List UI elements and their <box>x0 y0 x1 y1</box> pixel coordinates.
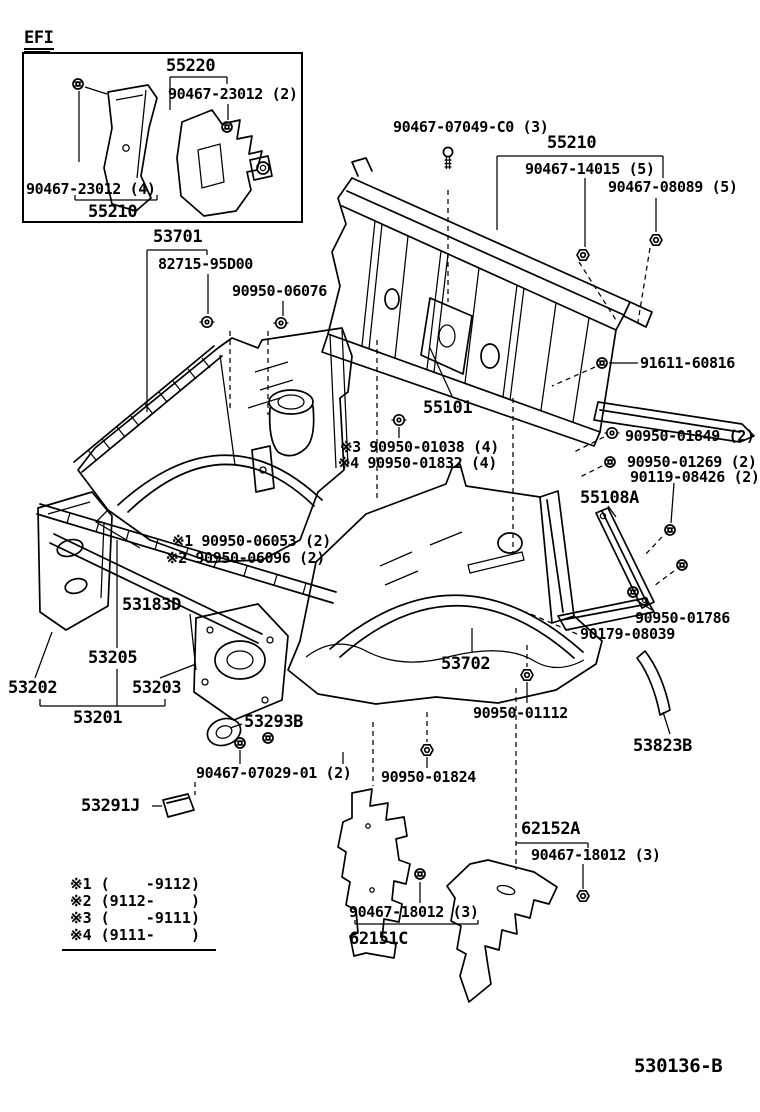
callout-90950-06076: 90950-06076 <box>232 282 327 300</box>
bolt-icon <box>262 732 274 744</box>
callout-53201: 53201 <box>73 708 123 728</box>
part-62152a-brace-drawing <box>447 688 590 1002</box>
callout-90950-01038: ※3 90950-01038 (4) <box>340 438 499 456</box>
callout-62151c: 62151C <box>349 929 409 949</box>
callout-90467-23012-4: 90467-23012 (4) <box>26 180 156 198</box>
legend-line-2: ※2 (9112- ) <box>70 892 200 910</box>
callout-90950-06053: ※1 90950-06053 (2) <box>172 532 331 550</box>
part-53293b-gasket-drawing <box>204 714 245 750</box>
part-55108a-brace-drawing <box>596 483 688 610</box>
bolt-icon <box>414 868 426 880</box>
bolt-icon <box>72 78 84 90</box>
clip-icon <box>390 413 408 427</box>
callout-53205: 53205 <box>88 648 138 668</box>
part-55210-inset-drawing <box>104 85 157 211</box>
callout-90119-08426: 90119-08426 (2) <box>630 468 760 486</box>
callout-53701: 53701 <box>153 227 203 247</box>
callout-90950-01849: 90950-01849 (2) <box>625 427 755 445</box>
callout-53183d: 53183D <box>122 595 182 615</box>
callout-90467-18012-left: 90467-18012 (3) <box>349 903 479 921</box>
callout-53702: 53702 <box>441 654 491 674</box>
part-55220-inset-drawing <box>177 110 272 216</box>
callout-55108a: 55108A <box>580 488 640 508</box>
callout-55210-inset: 55210 <box>88 202 138 222</box>
nut-icon <box>576 248 590 262</box>
nut-icon <box>576 889 590 903</box>
applicability-legend: ※1 ( -9112) ※2 (9112- ) ※3 ( -9111) ※4 (… <box>70 876 200 944</box>
bolt-icon <box>676 559 688 571</box>
callout-90467-14015: 90467-14015 (5) <box>525 160 655 178</box>
part-53702-front-apron-drawing <box>288 464 654 704</box>
callout-90950-06096: ※2 90950-06096 (2) <box>166 549 325 567</box>
callout-91611-60816: 91611-60816 <box>640 354 735 372</box>
fasteners-07029 <box>195 732 343 795</box>
part-53701-front-apron-drawing <box>74 328 352 562</box>
inset-box <box>23 52 302 222</box>
callout-90467-18012-right: 90467-18012 (3) <box>531 846 661 864</box>
bolt-icon <box>664 524 676 536</box>
callout-90467-07049: 90467-07049-C0 (3) <box>393 118 549 136</box>
clip-icon <box>198 315 216 329</box>
callout-90950-01832: ※4 90950-01832 (4) <box>338 454 497 472</box>
callout-53823b: 53823B <box>633 736 693 756</box>
callout-53291j: 53291J <box>81 796 141 816</box>
callout-82715-95d00: 82715-95D00 <box>158 255 253 273</box>
nut-icon <box>520 668 534 682</box>
callout-62152a: 62152A <box>521 819 581 839</box>
part-53291j-strip-drawing <box>152 794 194 817</box>
callout-55101: 55101 <box>423 398 473 418</box>
callout-55220-inset: 55220 <box>166 56 216 76</box>
callout-90467-07029: 90467-07029-01 (2) <box>196 764 352 782</box>
nut-icon <box>649 233 663 247</box>
bolt-icon <box>604 456 616 468</box>
callout-53202: 53202 <box>8 678 58 698</box>
bolt-icon <box>596 357 608 369</box>
lower-fastener-callouts <box>420 645 534 768</box>
bolt-icon <box>234 737 246 749</box>
legend-line-4: ※4 (9111- ) <box>70 926 200 944</box>
callout-53293b: 53293B <box>244 712 304 732</box>
legend-line-3: ※3 ( -9111) <box>70 909 200 927</box>
part-53823b-moulding-drawing <box>637 651 670 734</box>
part-55101-dash-panel-drawing <box>322 158 754 446</box>
callout-90950-01269: 90950-01269 (2) <box>627 453 757 471</box>
drawing-number: 530136-B <box>634 1055 723 1077</box>
callout-90467-08089: 90467-08089 (5) <box>608 178 738 196</box>
clip-icon <box>272 316 290 330</box>
callout-lines-53701 <box>147 250 290 415</box>
callout-90179-08039: 90179-08039 <box>580 625 675 643</box>
screw-icon <box>442 146 454 170</box>
legend-line-1: ※1 ( -9112) <box>70 875 200 893</box>
callout-53203: 53203 <box>132 678 182 698</box>
callout-55210: 55210 <box>547 133 597 153</box>
part-62151c-brace-drawing <box>338 722 478 958</box>
part-53203-panel-drawing <box>194 604 288 720</box>
part-53202-panel-drawing <box>38 492 112 630</box>
efi-flag: EFI <box>24 28 54 50</box>
callout-90950-01824: 90950-01824 <box>381 768 476 786</box>
callout-90467-23012-2: 90467-23012 (2) <box>168 85 298 103</box>
callout-90950-01112: 90950-01112 <box>473 704 568 722</box>
top-fastener-callouts <box>377 146 663 552</box>
part-53201-radiator-support-drawing <box>35 492 336 720</box>
callout-90950-01786: 90950-01786 <box>635 609 730 627</box>
nut-icon <box>420 743 434 757</box>
clip-icon <box>603 426 621 440</box>
